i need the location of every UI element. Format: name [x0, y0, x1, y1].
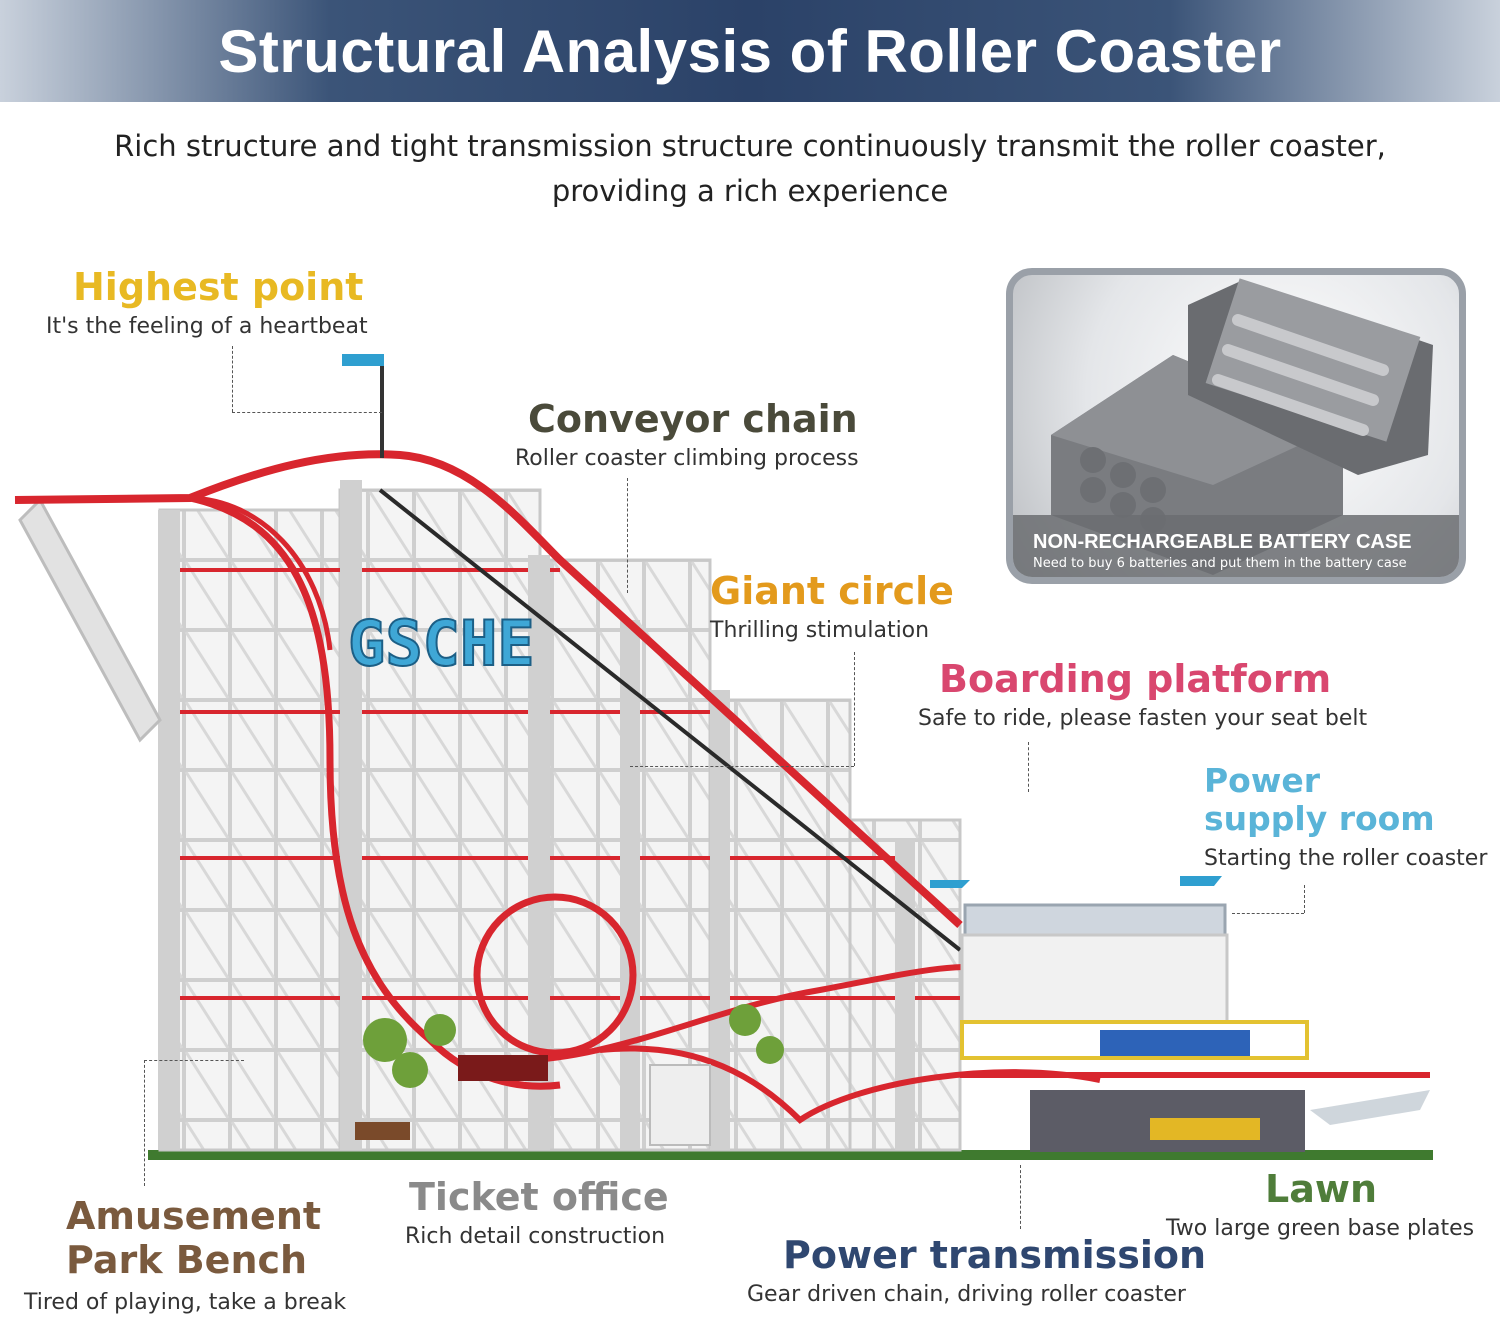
label-conveyor-chain: Conveyor chain Roller coaster climbing p… [515, 397, 859, 471]
label-conveyor-chain-title: Conveyor chain [528, 397, 858, 441]
battery-case-image [1013, 278, 1459, 577]
station-cars [1100, 1030, 1250, 1056]
leader-giant-circle-h [630, 766, 854, 767]
label-giant-circle-title: Giant circle [710, 569, 954, 613]
battery-case-inset: NON-RECHARGEABLE BATTERY CASE Need to bu… [1006, 268, 1466, 584]
label-power-supply-room-title: Power supply room [1204, 761, 1435, 838]
leader-bench-h [144, 1060, 244, 1061]
label-highest-point: Highest point It's the feeling of a hear… [46, 265, 368, 339]
left-tower [158, 508, 362, 1152]
label-boarding-platform: Boarding platform Safe to ride, please f… [918, 657, 1368, 731]
leader-power-supply-v [1304, 885, 1305, 913]
label-power-supply-room-desc: Starting the roller coaster [1204, 845, 1488, 871]
header-banner: Structural Analysis of Roller Coaster [0, 0, 1500, 102]
lawn-base-plate [148, 1150, 1433, 1160]
main-track-hill [14, 450, 963, 928]
battery-case-note: Need to buy 6 batteries and put them in … [1033, 556, 1407, 571]
battery-case-title: NON-RECHARGEABLE BATTERY CASE [1033, 531, 1412, 553]
label-lawn-desc: Two large green base plates [1166, 1215, 1475, 1241]
label-giant-circle-desc: Thrilling stimulation [710, 617, 930, 643]
label-highest-point-title: Highest point [73, 265, 364, 309]
leader-boarding-platform [1028, 742, 1029, 792]
label-ticket-office: Ticket office Rich detail construction [405, 1175, 669, 1249]
track-arch [189, 495, 333, 651]
label-giant-circle: Giant circle Thrilling stimulation [710, 569, 954, 643]
leader-power-supply-h [1232, 913, 1304, 914]
page-title: Structural Analysis of Roller Coaster [218, 17, 1282, 85]
station-building [960, 933, 1229, 1032]
label-ticket-office-desc: Rich detail construction [405, 1223, 666, 1249]
label-power-transmission: Power transmission Gear driven chain, dr… [747, 1233, 1207, 1307]
label-lawn-title: Lawn [1264, 1167, 1377, 1211]
giant-loop [473, 893, 637, 1057]
gsche-sign: GSCHE [348, 607, 535, 680]
ticket-sign [458, 1055, 548, 1081]
jet-model [1310, 1090, 1430, 1125]
ticket-office-booth [649, 1064, 711, 1146]
trees [363, 1004, 784, 1088]
label-ticket-office-title: Ticket office [409, 1175, 669, 1219]
flags [342, 354, 1222, 888]
lift-arm [18, 497, 162, 743]
label-amusement-bench: Amusement Park Bench Tired of playing, t… [24, 1194, 404, 1316]
label-power-transmission-desc: Gear driven chain, driving roller coaste… [747, 1281, 1186, 1307]
leader-power-transmission [1020, 1165, 1021, 1229]
gear-trim [1150, 1118, 1260, 1140]
label-conveyor-chain-desc: Roller coaster climbing process [515, 445, 859, 471]
conveyor-chain-line [378, 488, 962, 952]
leader-conveyor-chain [627, 478, 628, 593]
low-track-1 [479, 963, 1001, 1065]
leader-highest-point-v [232, 346, 233, 412]
label-power-supply-room: Power supply room Starting the roller co… [1204, 762, 1494, 871]
label-amusement-bench-title: Amusement Park Bench [66, 1194, 322, 1282]
label-highest-point-desc: It's the feeling of a heartbeat [46, 313, 368, 339]
label-power-transmission-title: Power transmission [783, 1233, 1207, 1277]
label-lawn: Lawn Two large green base plates [1166, 1167, 1486, 1241]
label-amusement-bench-desc: Tired of playing, take a break [24, 1290, 347, 1316]
page-subtitle: Rich structure and tight transmission st… [114, 129, 1386, 208]
leader-giant-circle-v [854, 652, 855, 766]
bench [355, 1122, 410, 1140]
leader-highest-point-h [232, 412, 382, 413]
tower-pillars [158, 480, 915, 1150]
label-boarding-platform-title: Boarding platform [939, 657, 1332, 701]
station-roof [963, 903, 1227, 937]
label-boarding-platform-desc: Safe to ride, please fasten your seat be… [918, 705, 1368, 731]
leader-bench-v [144, 1060, 145, 1186]
